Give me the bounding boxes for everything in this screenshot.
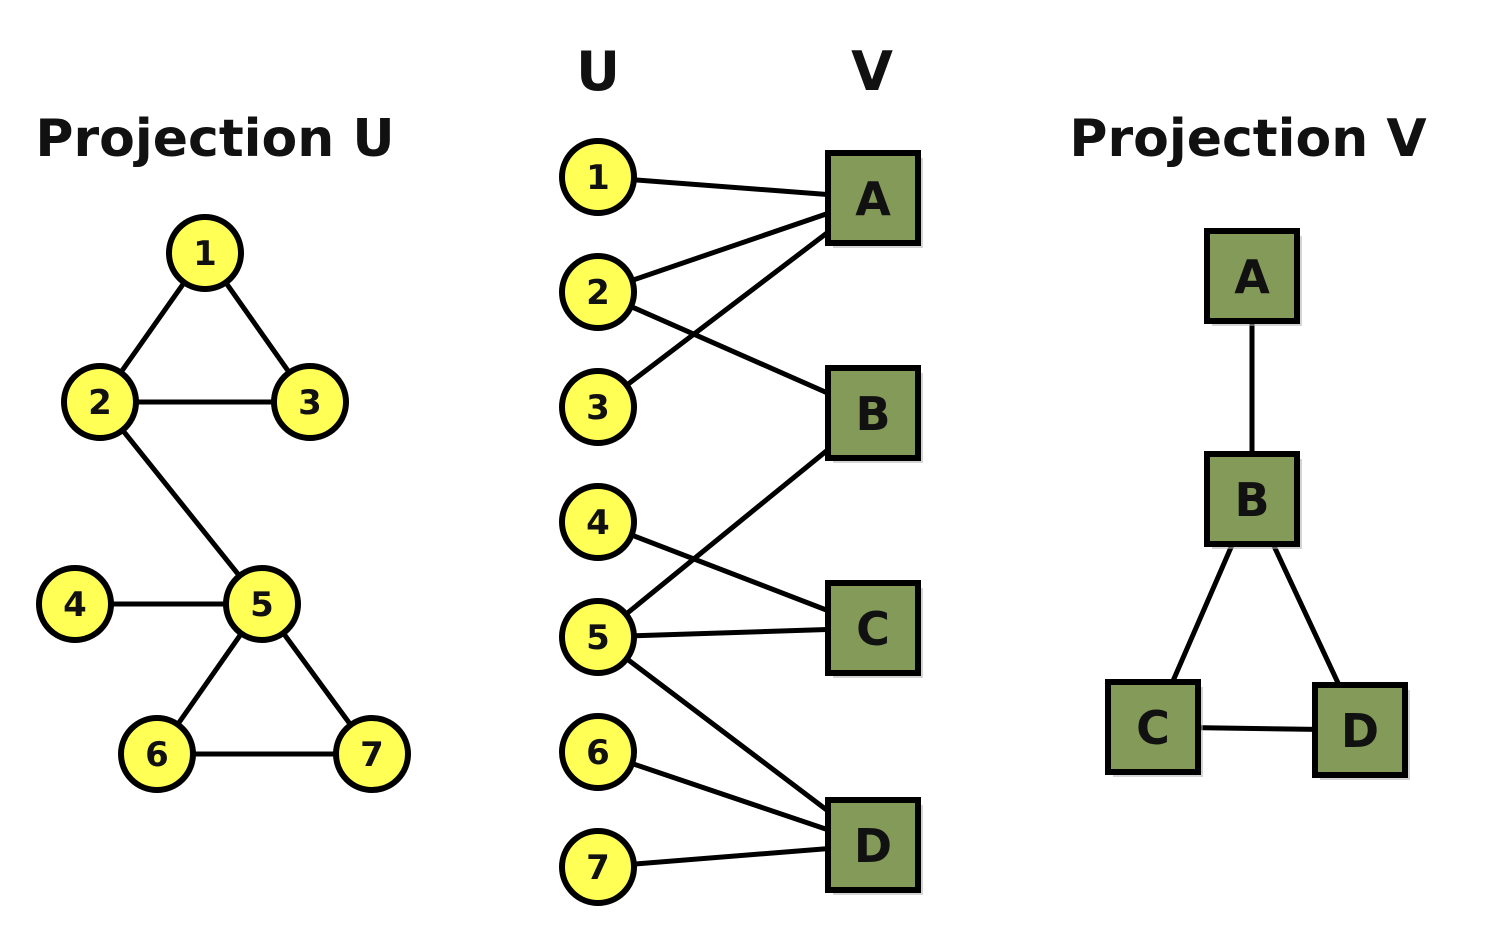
proj-v-node-A-label: A xyxy=(1234,250,1270,304)
proj-u-node-6: 6 xyxy=(118,715,196,793)
proj-v-node-B-label: B xyxy=(1234,473,1269,527)
bip-u-node-7: 7 xyxy=(559,828,637,906)
proj-u-node-3: 3 xyxy=(271,363,349,441)
proj-u-node-4: 4 xyxy=(36,565,114,643)
bip-v-node-C: C xyxy=(825,580,923,678)
proj-v-node-D: D xyxy=(1312,682,1410,780)
bip-u-node-6-label: 6 xyxy=(586,733,610,773)
proj-v-node-A: A xyxy=(1204,228,1302,326)
bip-u-node-5-label: 5 xyxy=(586,618,610,658)
proj-v-node-D-label: D xyxy=(1341,704,1379,758)
bipartite-edges xyxy=(595,174,876,870)
proj-u-node-7-label: 7 xyxy=(360,735,384,775)
bip-u-node-2-label: 2 xyxy=(586,273,610,313)
bip-u-node-3: 3 xyxy=(559,368,637,446)
bip-u-node-2: 2 xyxy=(559,253,637,331)
projection-u-edges xyxy=(72,250,375,757)
proj-u-node-3-label: 3 xyxy=(298,383,322,423)
u-column-header: U xyxy=(576,40,620,103)
proj-u-node-1-label: 1 xyxy=(193,234,217,274)
bip-v-node-C-label: C xyxy=(856,602,890,656)
bipartite-v-nodes: A B C D xyxy=(825,150,923,895)
proj-u-node-4-label: 4 xyxy=(63,585,87,625)
proj-v-node-C-label: C xyxy=(1136,701,1170,755)
bip-u-node-1: 1 xyxy=(559,138,637,216)
bip-v-node-D-label: D xyxy=(854,819,892,873)
proj-v-node-C: C xyxy=(1105,679,1203,777)
bip-u-node-1-label: 1 xyxy=(586,158,610,198)
proj-u-node-5-label: 5 xyxy=(250,585,274,625)
bip-u-node-5: 5 xyxy=(559,598,637,676)
bip-u-node-4: 4 xyxy=(559,483,637,561)
projection-u-title: Projection U xyxy=(35,109,394,169)
bipartite-u-nodes: 1 2 3 4 5 6 7 xyxy=(559,138,637,906)
bip-u-node-4-label: 4 xyxy=(586,503,610,543)
bip-v-node-B: B xyxy=(825,365,923,463)
bip-v-node-D: D xyxy=(825,797,923,895)
bip-v-node-A: A xyxy=(825,150,923,248)
v-column-header: V xyxy=(851,40,893,103)
projection-u-nodes: 1 2 3 4 5 6 7 xyxy=(36,214,411,793)
proj-u-edge-2-5 xyxy=(97,399,265,607)
projection-v-title: Projection V xyxy=(1069,109,1426,169)
proj-u-node-2: 2 xyxy=(61,363,139,441)
bip-u-node-7-label: 7 xyxy=(586,848,610,888)
projection-v-nodes: A B C D xyxy=(1105,228,1410,780)
bip-v-node-A-label: A xyxy=(855,172,891,226)
bip-u-node-3-label: 3 xyxy=(586,388,610,428)
bip-u-node-6: 6 xyxy=(559,713,637,791)
proj-u-node-6-label: 6 xyxy=(145,735,169,775)
bip-v-node-B-label: B xyxy=(855,387,890,441)
proj-u-node-7: 7 xyxy=(333,715,411,793)
proj-v-node-B: B xyxy=(1204,451,1302,549)
proj-u-node-1: 1 xyxy=(166,214,244,292)
proj-u-node-2-label: 2 xyxy=(88,383,112,423)
proj-u-node-5: 5 xyxy=(223,565,301,643)
